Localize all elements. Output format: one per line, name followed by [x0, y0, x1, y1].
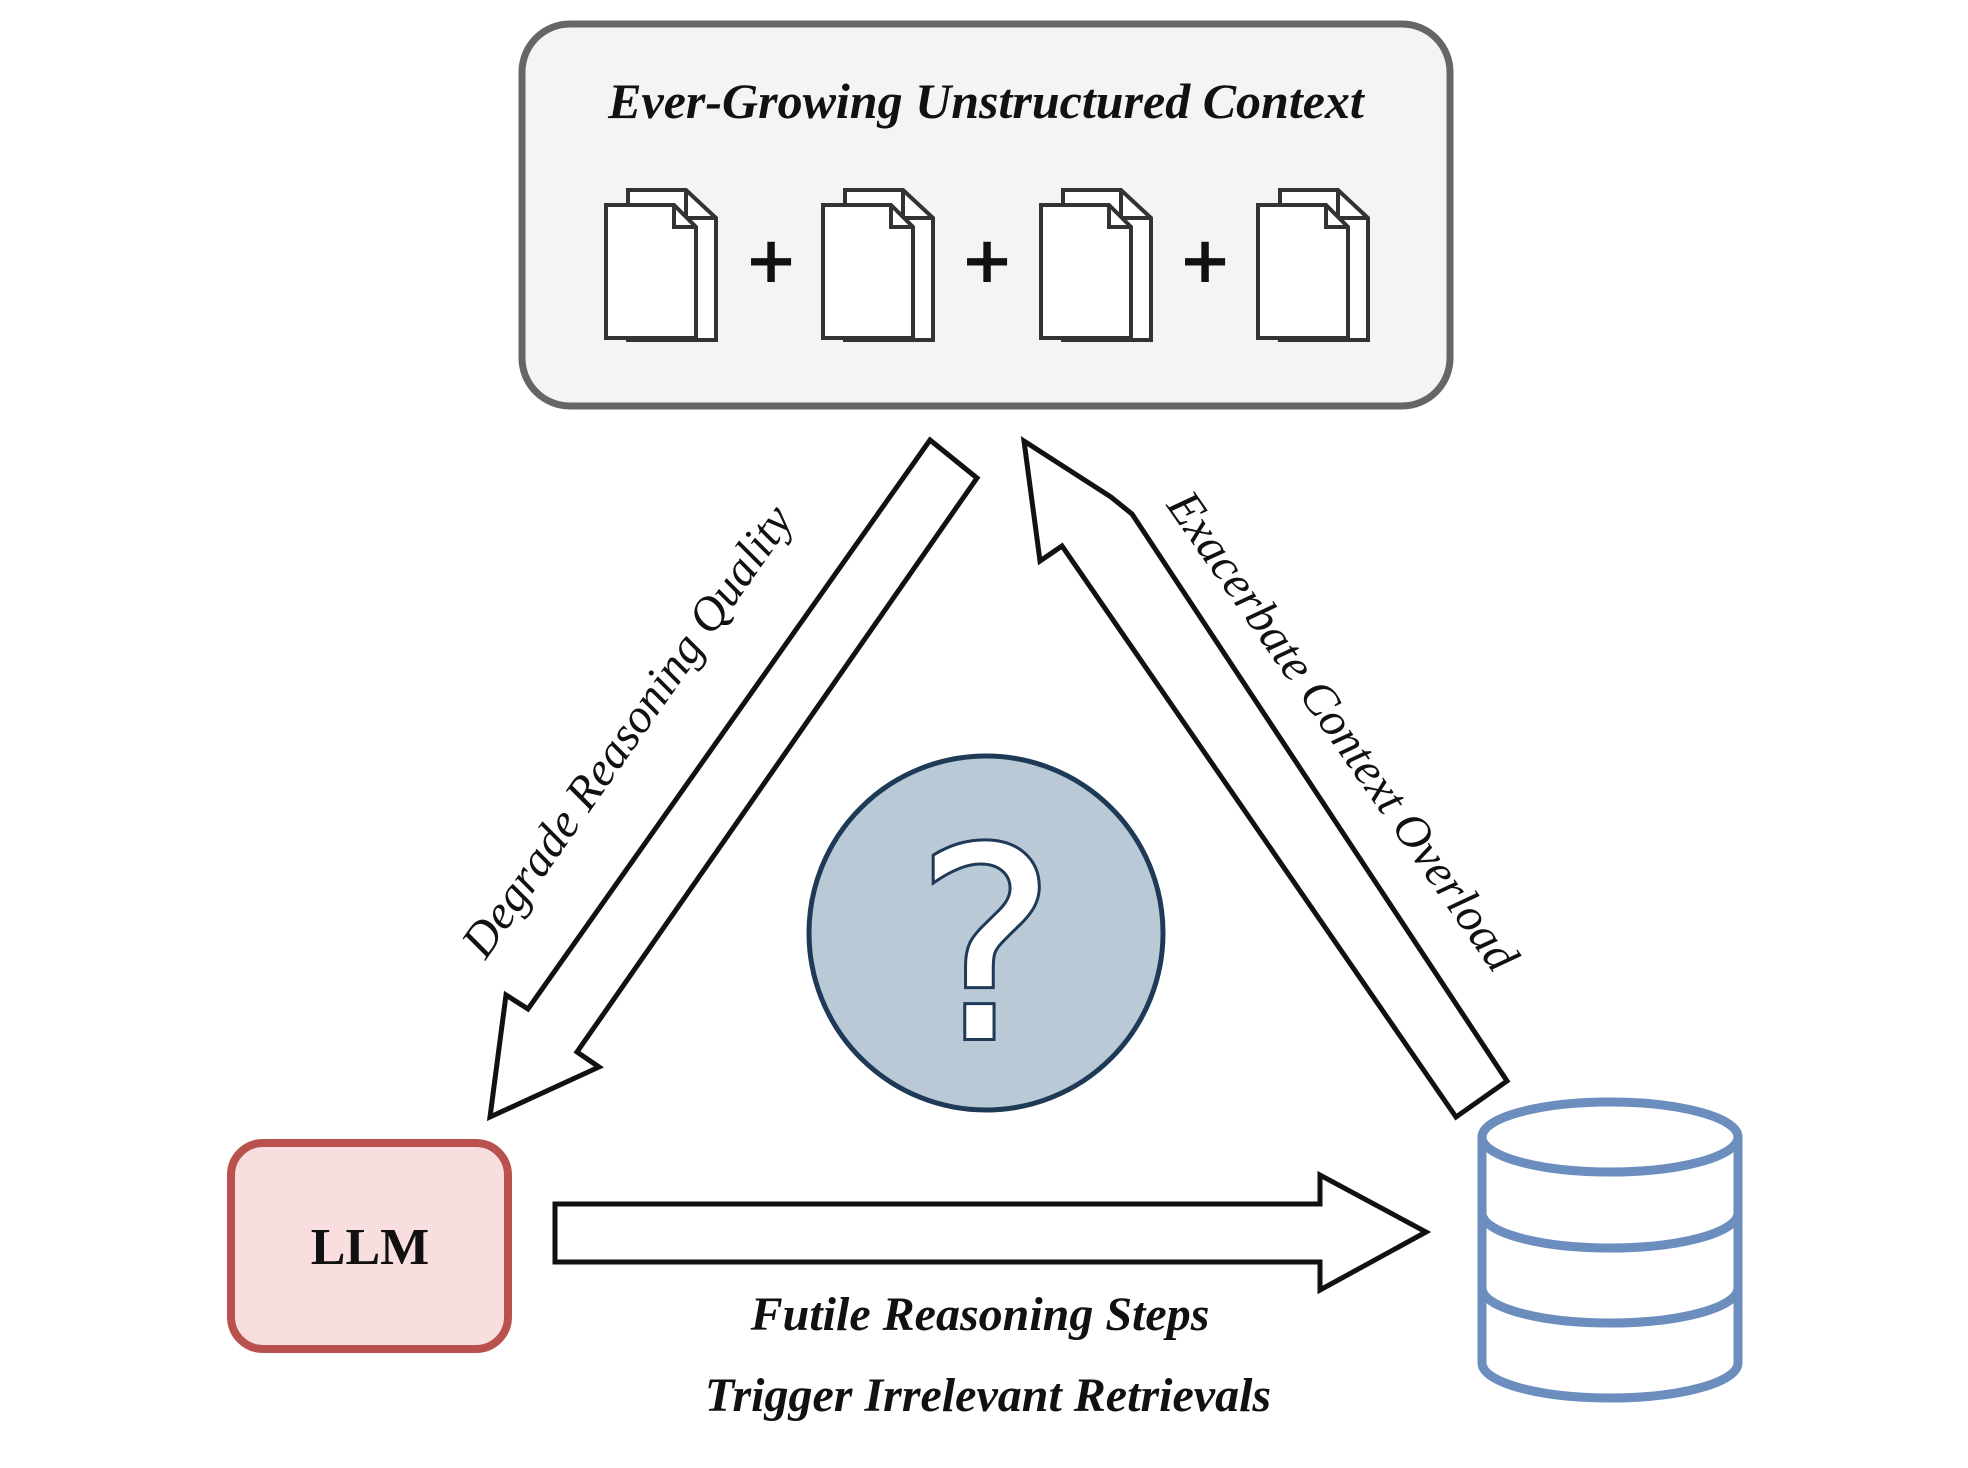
document-icon [1256, 188, 1370, 342]
context-box-frame [518, 20, 1454, 410]
arrow-context-to-llm [486, 436, 981, 1122]
llm-box: LLM [227, 1139, 512, 1353]
question-mark: ? [916, 793, 1057, 1101]
arrow-llm-to-store [552, 1170, 1432, 1295]
plus-sign: + [1178, 224, 1232, 298]
plus-sign: + [960, 224, 1014, 298]
llm-label: LLM [311, 1219, 429, 1276]
question-mark-icon: ? [806, 753, 1166, 1113]
database-icon [1477, 1097, 1743, 1403]
label-futile-reasoning: Futile Reasoning Steps [750, 1288, 1210, 1341]
center-circle [806, 753, 1166, 1113]
llm-box-frame [227, 1139, 512, 1353]
plus-sign: + [744, 224, 798, 298]
arrow-store-to-context [1020, 435, 1511, 1121]
document-icon [1039, 188, 1153, 342]
document-icon [604, 188, 718, 342]
context-box: Ever-Growing Unstructured Context + + + [518, 20, 1454, 410]
label-irrelevant-retrievals: Trigger Irrelevant Retrievals [705, 1369, 1271, 1422]
context-box-title: Ever-Growing Unstructured Context [607, 73, 1366, 129]
document-icon [821, 188, 935, 342]
